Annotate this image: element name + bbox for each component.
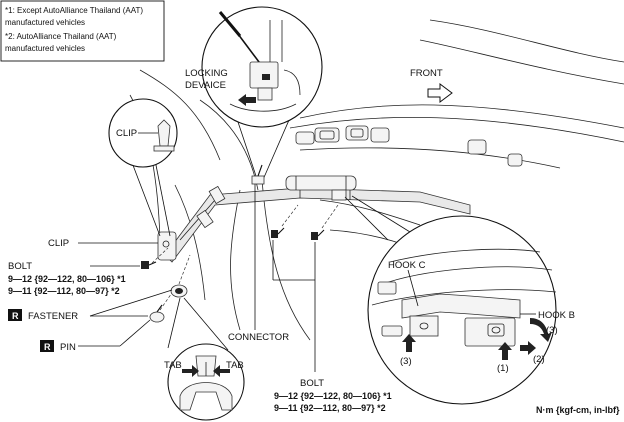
note-line-1: *1: Except AutoAlliance Thailand (AAT): [5, 6, 143, 15]
step-3-left-label: (3): [400, 356, 412, 367]
outline-right-arrow-icon: [427, 83, 453, 103]
bolt-left-torque-1: 9—12 {92—122, 80—106} *1: [8, 274, 126, 284]
pin-label: PIN: [60, 342, 76, 353]
solid-left-arrow-icon: [238, 94, 256, 106]
note-line-4: manufactured vehicles: [5, 44, 85, 53]
clip-left-label: CLIP: [48, 238, 69, 249]
fastener-r-badge: R: [12, 311, 19, 321]
connector-label: CONNECTOR: [228, 332, 289, 343]
tab-right-label: TAB: [226, 360, 244, 371]
bolt-bottom-torque-2: 9—11 {92—112, 80—97} *2: [274, 403, 386, 413]
hook-c-label: HOOK C: [388, 260, 426, 271]
bolt-center-1: [271, 227, 285, 238]
front-label: FRONT: [410, 68, 443, 79]
notes-box: *1: Except AutoAlliance Thailand (AAT) m…: [0, 0, 165, 62]
note-line-2: manufactured vehicles: [5, 18, 85, 27]
clip-top-label: CLIP: [116, 128, 137, 139]
fastener-callout: R FASTENER: [8, 309, 78, 322]
tab-left-label: TAB: [164, 360, 182, 371]
step-3-right-label: (3): [546, 325, 558, 336]
locking-device-label-line2: DEVAICE: [185, 80, 226, 91]
bolt-left: [141, 261, 157, 269]
units-label: N·m {kgf-cm, in-lbf}: [536, 405, 620, 415]
bolt-left-torque-2: 9—11 {92—112, 80—97} *2: [8, 286, 120, 296]
locking-device-detail: [201, 6, 323, 128]
fastener-part: [170, 284, 188, 298]
pin-r-badge: R: [44, 342, 51, 352]
bolt-center-2: [311, 229, 325, 240]
body-holes: [295, 125, 523, 167]
clip-detail: [108, 98, 178, 168]
fastener-label: FASTENER: [28, 311, 78, 322]
pin-callout: R PIN: [40, 340, 76, 353]
bolt-left-label: BOLT: [8, 261, 32, 272]
locking-device-label-line1: LOCKING: [185, 68, 228, 79]
step-2-label: (2): [533, 354, 545, 365]
connector-part: [251, 164, 265, 185]
note-line-3: *2: AutoAlliance Thailand (AAT): [5, 32, 117, 41]
curtain-airbag-module: [157, 175, 471, 263]
tab-detail: [167, 343, 245, 421]
bolt-bottom-torque-1: 9—12 {92—122, 80—106} *1: [274, 391, 392, 401]
hook-b-label: HOOK B: [538, 310, 575, 321]
step-1-label: (1): [497, 363, 509, 374]
hook-detail: [367, 215, 557, 405]
leader-lines: [78, 103, 411, 372]
pin-part: [149, 304, 165, 323]
bolt-bottom-label: BOLT: [300, 378, 324, 389]
